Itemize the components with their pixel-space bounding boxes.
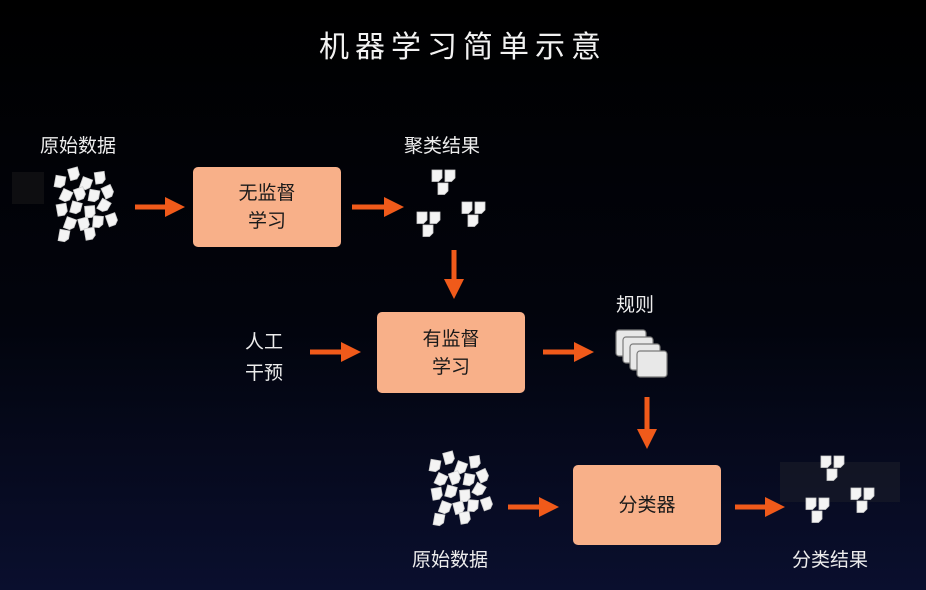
diagram-title: 机器学习简单示意 bbox=[319, 30, 607, 65]
data-point-glyph bbox=[467, 499, 479, 513]
data-point-glyph bbox=[474, 201, 486, 214]
cluster-points-icon bbox=[416, 169, 486, 237]
unsupervised-line2: 学习 bbox=[247, 210, 286, 232]
data-point-glyph bbox=[55, 202, 68, 217]
data-point-glyph bbox=[422, 224, 434, 237]
data-point-glyph bbox=[62, 216, 78, 231]
watermark-right bbox=[780, 462, 900, 502]
classify-result-icon bbox=[805, 455, 875, 523]
raw-data-label-bottom: 原始数据 bbox=[412, 549, 489, 571]
supervised-line2: 学习 bbox=[431, 355, 470, 378]
classifier-label: 分类器 bbox=[618, 494, 676, 516]
watermark-left bbox=[12, 172, 44, 204]
data-point-glyph bbox=[437, 500, 453, 515]
data-point-glyph bbox=[471, 481, 487, 496]
data-point-glyph bbox=[826, 468, 838, 481]
data-point-glyph bbox=[461, 201, 473, 214]
rules-label: 规则 bbox=[616, 294, 655, 316]
data-point-glyph bbox=[467, 214, 479, 227]
data-point-glyph bbox=[69, 200, 83, 215]
data-point-glyph bbox=[72, 186, 86, 202]
rules-stack-icon bbox=[615, 329, 668, 378]
data-points-icon-bottom bbox=[428, 450, 493, 527]
data-point-glyph bbox=[432, 512, 446, 527]
data-point-glyph bbox=[479, 496, 493, 512]
data-point-glyph bbox=[850, 487, 862, 500]
supervised-learning-box: 有监督 学习 bbox=[377, 312, 525, 393]
data-point-glyph bbox=[818, 497, 830, 510]
data-point-glyph bbox=[811, 510, 823, 523]
data-point-glyph bbox=[820, 455, 832, 468]
data-point-glyph bbox=[863, 487, 875, 500]
data-point-glyph bbox=[58, 187, 74, 203]
data-point-glyph bbox=[77, 216, 90, 232]
data-point-glyph bbox=[431, 169, 443, 182]
data-point-glyph bbox=[447, 470, 461, 486]
data-point-glyph bbox=[833, 455, 845, 468]
data-point-glyph bbox=[462, 472, 476, 487]
data-point-glyph bbox=[93, 170, 106, 185]
human-intervention-label-1: 人工 bbox=[245, 331, 284, 353]
data-point-glyph bbox=[437, 182, 449, 195]
data-point-glyph bbox=[53, 174, 67, 189]
classify-result-label: 分类结果 bbox=[792, 549, 869, 571]
human-intervention-label-2: 干预 bbox=[245, 362, 284, 384]
data-point-glyph bbox=[430, 486, 443, 501]
data-point-glyph bbox=[83, 226, 96, 241]
data-point-glyph bbox=[444, 169, 456, 182]
classifier-box: 分类器 bbox=[573, 465, 721, 545]
data-point-glyph bbox=[100, 183, 114, 200]
data-point-glyph bbox=[805, 497, 817, 510]
data-point-glyph bbox=[92, 215, 104, 229]
data-point-glyph bbox=[416, 211, 428, 224]
data-point-glyph bbox=[429, 211, 441, 224]
data-point-glyph bbox=[57, 228, 71, 243]
data-point-glyph bbox=[468, 454, 481, 469]
cluster-result-label: 聚类结果 bbox=[404, 135, 481, 157]
data-point-glyph bbox=[428, 458, 442, 473]
data-point-glyph bbox=[96, 197, 112, 212]
data-point-glyph bbox=[87, 188, 101, 203]
data-points-icon-top bbox=[53, 166, 118, 243]
data-point-glyph bbox=[475, 467, 489, 484]
data-point-glyph bbox=[67, 166, 80, 182]
unsupervised-learning-box: 无监督 学习 bbox=[193, 167, 341, 247]
data-point-glyph bbox=[442, 450, 455, 466]
rule-card bbox=[636, 350, 668, 378]
data-point-glyph bbox=[433, 471, 449, 487]
supervised-line1: 有监督 bbox=[422, 327, 480, 350]
data-point-glyph bbox=[444, 484, 458, 499]
data-point-glyph bbox=[856, 500, 868, 513]
data-point-glyph bbox=[104, 212, 118, 228]
raw-data-label-top: 原始数据 bbox=[40, 135, 117, 157]
data-point-glyph bbox=[458, 510, 471, 525]
unsupervised-line1: 无监督 bbox=[238, 182, 296, 204]
data-point-glyph bbox=[452, 500, 465, 516]
